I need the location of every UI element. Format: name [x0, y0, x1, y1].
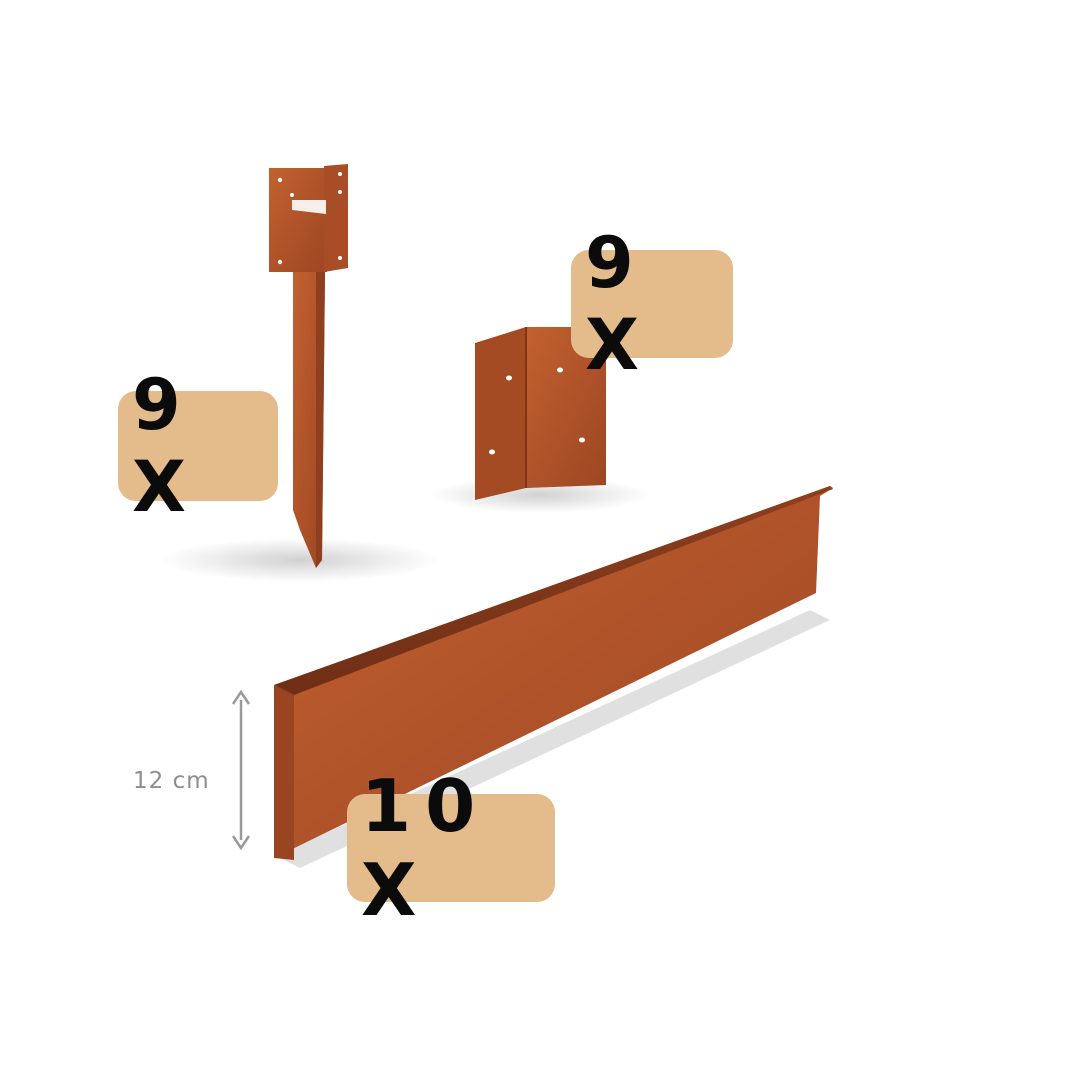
bracket-quantity-badge: 9 X — [571, 222, 733, 386]
ground-stake-illustration — [269, 164, 348, 568]
stake-quantity-badge: 9 X — [118, 364, 278, 528]
angle-bracket-illustration — [475, 327, 606, 500]
height-dimension-label: 12 cm — [133, 768, 210, 794]
edging-quantity-badge: 10 X — [347, 764, 555, 932]
stake-shadow — [160, 538, 440, 582]
height-dimension-arrow — [231, 689, 251, 851]
